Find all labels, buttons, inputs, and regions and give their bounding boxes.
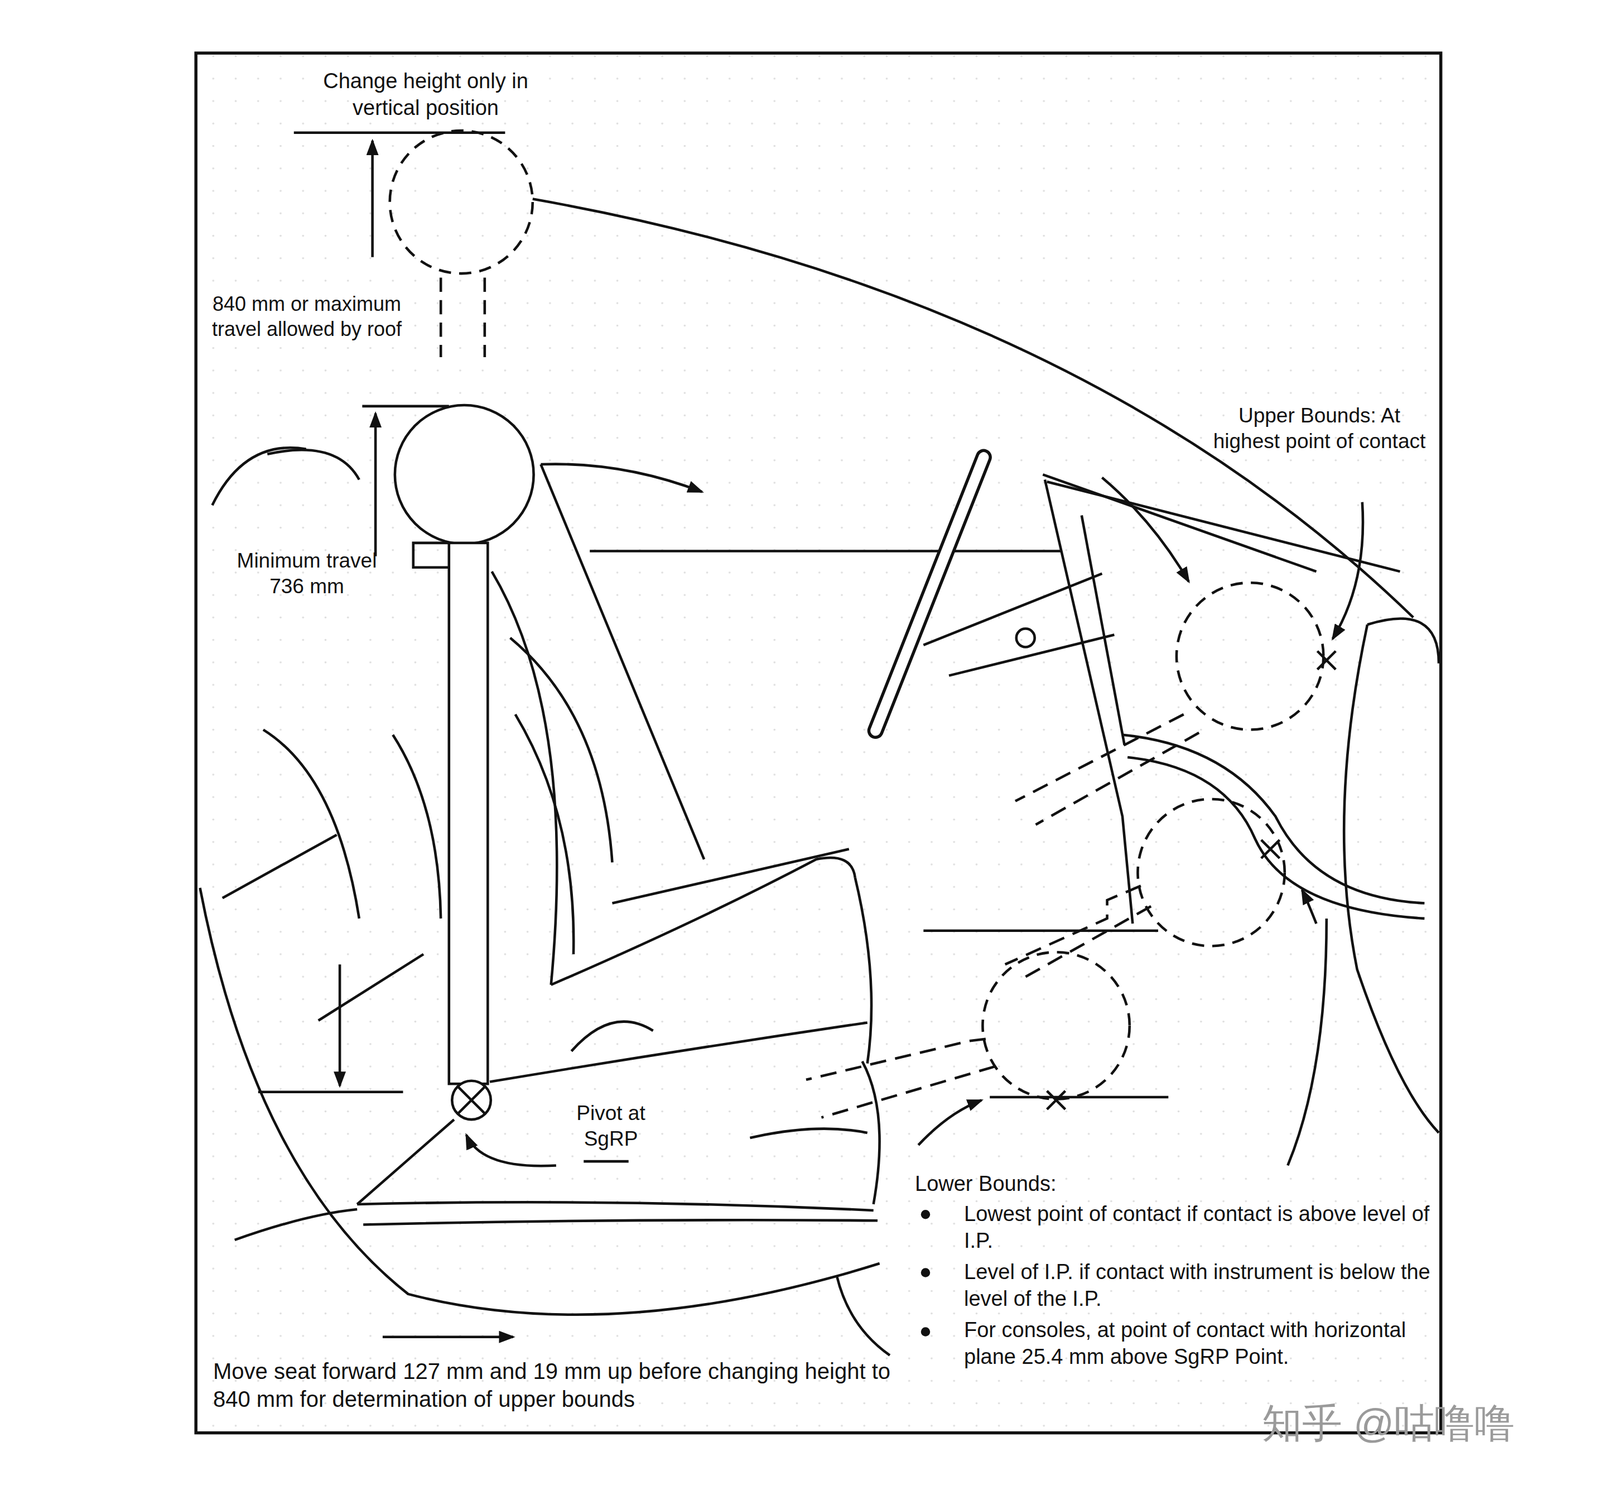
instrument-panel (1343, 624, 1439, 1133)
head-form-rod (374, 413, 378, 557)
seat (357, 464, 880, 1224)
impact-zone-forms (1261, 839, 1280, 859)
impact-zone-forms (1020, 905, 1151, 980)
seat (489, 1022, 868, 1082)
impact-zone-forms (821, 1066, 995, 1117)
upper-head-form (294, 131, 506, 134)
impact-zone-forms (806, 477, 1363, 1145)
bullet-dots (921, 1209, 930, 1337)
car-body-left (382, 1335, 514, 1338)
car-body-left (583, 1159, 629, 1163)
seat (611, 849, 849, 904)
seat (357, 1119, 455, 1204)
car-body-left (392, 734, 441, 919)
instrument-panel (589, 549, 1062, 553)
head-form-rod (394, 405, 534, 544)
car-body-left (222, 834, 337, 898)
impact-zone-forms (918, 1099, 982, 1145)
bullet-note: Level of I.P. if contact with instrument… (964, 1258, 1433, 1312)
dimension-note: 840 mm or maximum travel allowed by roof (200, 291, 413, 342)
watermark: 知乎 @咕噜噜 (1261, 1397, 1575, 1448)
instrument-panel (1016, 628, 1035, 648)
impact-zone-forms (1035, 732, 1200, 825)
dimension-note: Change height only in vertical position (294, 68, 557, 122)
instrument-panel (875, 456, 984, 731)
pivot-label: Pivot at SgRP (549, 1100, 673, 1153)
head-form-rod (458, 1086, 485, 1114)
instrument-panel (589, 456, 1439, 1165)
bullet-dots (921, 1326, 930, 1336)
seat (551, 857, 856, 985)
impact-zone-forms (806, 1038, 986, 1080)
impact-zone-forms (1332, 502, 1363, 639)
seat (855, 877, 872, 1064)
head-form-rod (413, 542, 450, 568)
seat (571, 1021, 653, 1052)
head-form-rod (362, 405, 702, 1120)
bullet-note: For consoles, at point of contact with h… (964, 1316, 1433, 1370)
impact-zone-forms (1176, 582, 1324, 730)
instrument-panel (875, 456, 984, 731)
car-body-left (211, 447, 306, 505)
instrument-panel (1047, 481, 1401, 572)
impact-zone-forms (1137, 798, 1285, 946)
bound-note: Upper Bounds: At highest point of contac… (1210, 402, 1429, 455)
upper-head-form (370, 140, 374, 257)
impact-zone-forms (1317, 651, 1336, 670)
seat (515, 714, 575, 954)
head-form-rod (449, 542, 489, 1084)
dimension-note: Minimum travel 736 mm (234, 547, 380, 600)
instrument-panel (1081, 515, 1125, 745)
impact-zone-forms (1302, 889, 1317, 924)
car-body-left (267, 449, 360, 480)
seat (749, 1128, 867, 1138)
frame (195, 52, 1441, 1433)
head-form-rod (451, 1080, 491, 1120)
instrument-panel (1367, 618, 1439, 663)
head-form-rod (362, 405, 449, 408)
car-body-left (263, 729, 360, 919)
impact-zone-forms (1101, 477, 1189, 582)
upper-head-form (439, 277, 443, 358)
instrument-panel (1127, 757, 1425, 919)
car-body-left (338, 964, 342, 1086)
list-heading: Lower Bounds: (914, 1170, 1194, 1198)
car-body-left (836, 1275, 890, 1356)
impact-zone-forms (1047, 1090, 1066, 1110)
impact-zone-forms (982, 951, 1130, 1099)
car-body-left (234, 1208, 358, 1240)
upper-head-form (483, 277, 487, 358)
car-body-left (258, 1090, 404, 1093)
frame (195, 52, 1441, 1433)
seat (466, 1134, 557, 1166)
instrument-panel (1044, 479, 1133, 924)
bullet-note: Lowest point of contact if contact is ab… (964, 1200, 1433, 1254)
instrument-panel (923, 929, 1159, 933)
impact-zone-forms (1005, 885, 1141, 965)
upper-head-form (389, 130, 533, 274)
procedure-note: Move seat forward 127 mm and 19 mm up be… (213, 1356, 900, 1413)
car-body-left (200, 447, 890, 1355)
bullet-dots (921, 1267, 930, 1277)
head-form-rod (540, 464, 702, 493)
instrument-panel (1122, 734, 1425, 904)
car-body-left (200, 887, 880, 1315)
bullet-dots (921, 1209, 930, 1219)
head-form-rod (458, 1086, 485, 1114)
seat (540, 464, 705, 860)
seat (357, 1201, 874, 1211)
instrument-panel (1287, 918, 1327, 1166)
seat (363, 1219, 878, 1224)
car-body-left (318, 953, 424, 1021)
seat (862, 1061, 880, 1204)
